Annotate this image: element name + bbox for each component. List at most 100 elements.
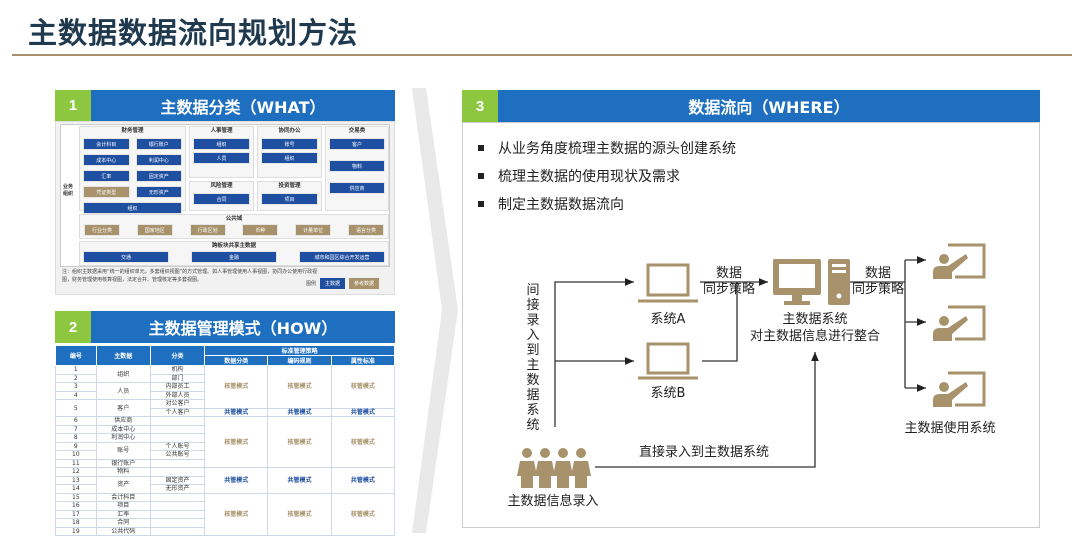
laptop-b-icon: [638, 342, 698, 380]
item: 成本中心: [83, 154, 130, 166]
sync-text: 数据: [864, 266, 892, 281]
cell-mode: 共管模式: [330, 467, 396, 494]
panel1-title: 主数据分类（WHAT）: [160, 97, 326, 117]
item: 计量单位: [295, 224, 332, 236]
section-hr: 人事管理 组织 人员: [189, 126, 254, 178]
item: 账号: [261, 138, 318, 150]
item: 合同: [193, 193, 250, 205]
cell-mode: 共管模式: [267, 467, 332, 494]
legend-label: 图例: [306, 281, 317, 287]
item: 语言分类: [347, 224, 384, 236]
sync-label-2: 数据同步策略: [852, 266, 904, 298]
section-shared: 跨板块共享主数据 交通 金融 城市和园区综合开发运营: [79, 241, 389, 266]
bullet-text: 从业务角度梳理主数据的源头创建系统: [498, 141, 736, 157]
item: 城市和园区综合开发运营: [299, 251, 385, 263]
mdm-label: 主数据系统: [782, 312, 848, 327]
presentation-icon: [933, 243, 986, 279]
item: 组织: [261, 152, 318, 164]
cell-mode: 核管模式: [330, 492, 396, 536]
direct-input-label: 直接录入到主数据系统: [638, 445, 770, 460]
bullet-icon: [478, 145, 484, 151]
system-a-label: 系统A: [650, 312, 686, 327]
bullet-item: 梳理主数据的使用现状及需求: [478, 166, 680, 186]
sync-label-1: 数据同步策略: [703, 266, 755, 298]
section-title: 交易类: [348, 128, 366, 134]
connector-line: [595, 352, 819, 468]
item: 无形资产: [135, 186, 182, 198]
panel2-title: 主数据管理模式（HOW）: [148, 319, 338, 338]
bullet-text: 梳理主数据的使用现状及需求: [498, 169, 680, 185]
item: 行政区划: [189, 224, 226, 236]
system-b-label: 系统B: [650, 386, 686, 401]
table-row: 个人客户共管模式共管模式共管模式: [56, 407, 396, 417]
item: 币种: [242, 224, 279, 236]
cell-category: [149, 526, 206, 536]
panel1-header: 1 主数据分类（WHAT）: [55, 90, 395, 121]
bullet-text: 制定主数据数据流向: [498, 197, 624, 213]
presentation-icon: [931, 305, 986, 343]
panel2-number: 2: [55, 311, 91, 343]
cell-master: 账号: [95, 441, 151, 460]
sync-text: 数据: [715, 266, 743, 281]
item: 组织: [193, 138, 250, 150]
connector-line: [702, 282, 738, 362]
connector-line: [554, 278, 634, 427]
panel2-header: 2 主数据管理模式（HOW）: [55, 311, 395, 343]
section-title: 跨板块共享主数据: [211, 243, 256, 249]
item: 项目: [261, 193, 318, 205]
item: 物料: [329, 160, 385, 172]
section-title: 人事管理: [210, 128, 233, 134]
item: 供应商: [329, 182, 385, 194]
section-title: 风险管理: [210, 183, 233, 189]
master-data-classification: 业务组织 财务管理 会计科目 银行账户 成本中心 利润中心 汇率 固定资产 凭证…: [55, 121, 395, 295]
cell-mode: 核管模式: [330, 365, 396, 409]
bullet-icon: [478, 201, 484, 207]
bullet-item: 制定主数据数据流向: [478, 194, 624, 214]
item: 会计科目: [83, 138, 130, 150]
section-risk: 风险管理 合同: [189, 181, 254, 211]
panel3-title: 数据流向（WHERE）: [688, 98, 850, 117]
section-finance: 财务管理 会计科目 银行账户 成本中心 利润中心 汇率 固定资产 凭证类型 无形…: [79, 126, 186, 214]
chevron-arrow-icon: [412, 88, 458, 533]
item: 金融: [191, 251, 277, 263]
panel3-number: 3: [462, 90, 498, 122]
item: 人员: [193, 152, 250, 164]
item: 客户: [329, 138, 385, 150]
section-title: 投资管理: [278, 183, 301, 189]
panel1-number: 1: [55, 90, 91, 121]
section-title: 财务管理: [121, 128, 144, 134]
sync-text: 同步策略: [702, 282, 756, 297]
item: 国家地区: [136, 224, 173, 236]
section-public: 公共域 行业分类 国家地区 行政区划 币种 计量单位 语言分类: [79, 214, 389, 239]
col-no: 编号: [55, 345, 97, 366]
page-title: 主数据数据流向规划方法: [28, 16, 359, 50]
cell-mode: 核管模式: [267, 492, 332, 536]
input-label: 主数据信息录入: [507, 494, 599, 509]
item: 交通: [83, 251, 169, 263]
section-invest: 投资管理 项目: [257, 181, 322, 211]
side-label: 业务组织: [63, 184, 74, 197]
section-oa: 协同办公 账号 组织: [257, 126, 322, 178]
presentation-icon: [931, 371, 986, 409]
section-title: 公共域: [225, 216, 243, 222]
panel3-header: 3 数据流向（WHERE）: [462, 90, 1040, 122]
bullet-item: 从业务角度梳理主数据的源头创建系统: [478, 138, 736, 158]
item: 汇率: [83, 170, 130, 182]
col-category: 分类: [149, 345, 206, 366]
cell-mode: 核管模式: [330, 416, 396, 468]
legend-master: 主数据: [320, 278, 346, 289]
cell-mode: 核管模式: [204, 492, 269, 536]
mdm-desc-label: 对主数据信息进行整合: [749, 329, 881, 344]
consumers-label: 主数据使用系统: [904, 421, 996, 436]
item: 固定资产: [135, 170, 182, 182]
title-divider: [12, 54, 1072, 56]
people-group-icon: [517, 448, 591, 488]
col-master: 主数据: [95, 345, 151, 366]
indirect-input-label: 间接录入到主数据系统: [526, 283, 540, 433]
